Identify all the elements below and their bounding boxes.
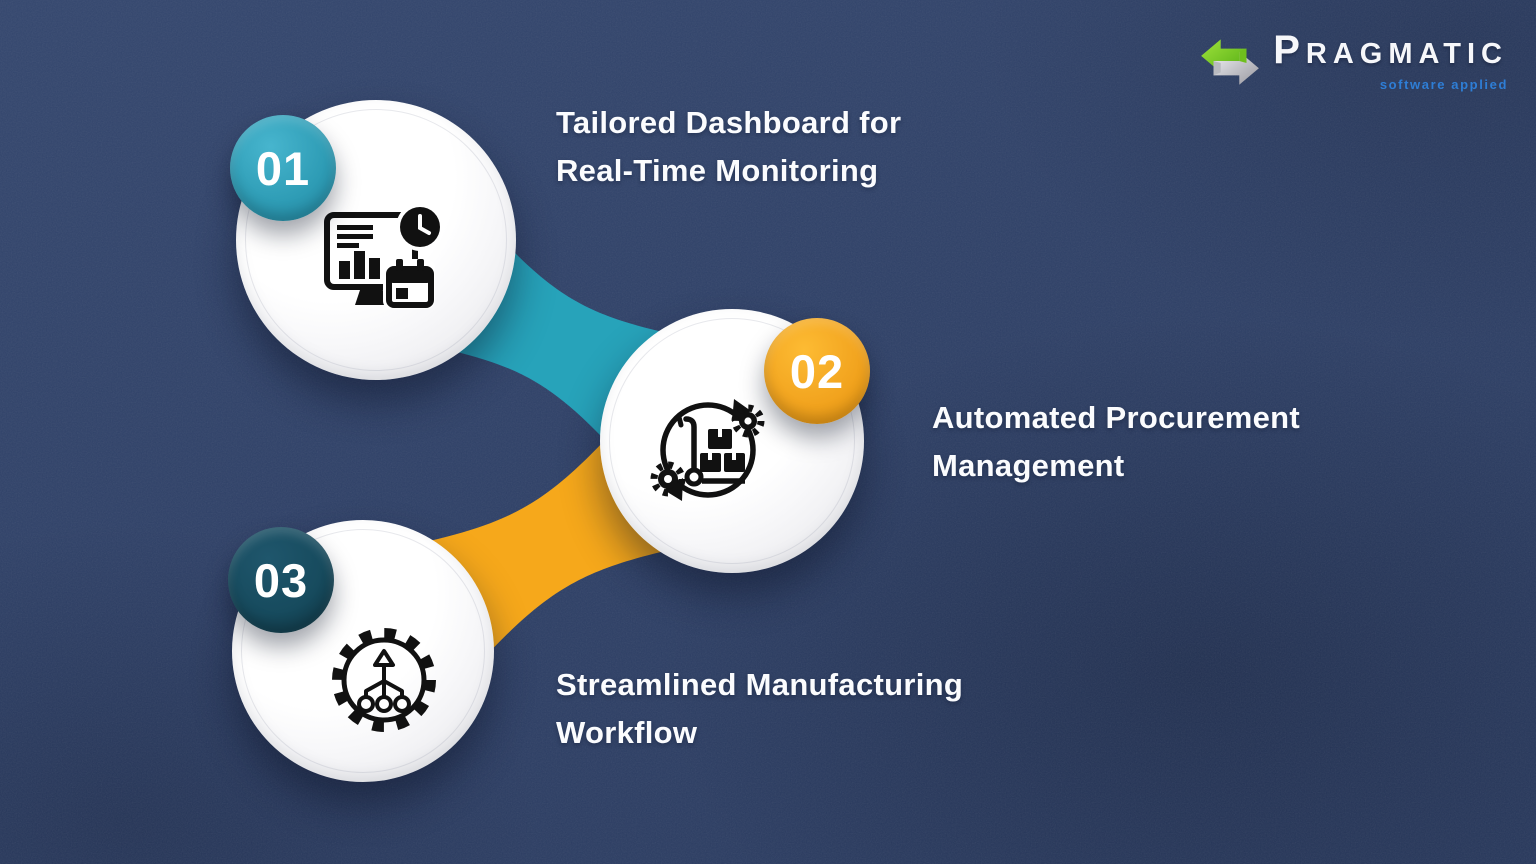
pragmatic-logo-icon [1201, 39, 1260, 85]
step2-number-badge: 02 [764, 318, 870, 424]
brand-rest-letters: RAGMATIC [1305, 38, 1508, 70]
brand-tagline: software applied [1379, 77, 1508, 92]
brand-first-letter: P [1273, 28, 1306, 72]
step2-number: 02 [789, 344, 845, 398]
step2-title-line2: Management [932, 448, 1125, 483]
brand-name: PRAGMATIC [1273, 30, 1508, 79]
automated-procurement-cycle-icon [646, 390, 770, 510]
step1-number-badge: 01 [230, 115, 336, 221]
step3-number-badge: 03 [228, 527, 334, 633]
dashboard-realtime-monitoring-icon [318, 200, 448, 320]
step1-title-line1: Tailored Dashboard for [556, 105, 902, 140]
step3-title: Streamlined Manufacturing Workflow [556, 661, 963, 757]
step2-title: Automated Procurement Management [932, 394, 1300, 490]
step1-number: 01 [255, 141, 311, 195]
manufacturing-workflow-gear-icon [328, 624, 440, 736]
step1-title-line2: Real-Time Monitoring [556, 153, 879, 188]
step3-number: 03 [253, 553, 309, 607]
step3-title-line1: Streamlined Manufacturing [556, 667, 964, 702]
pragmatic-logo: PRAGMATIC software applied [1197, 30, 1508, 92]
step1-title: Tailored Dashboard for Real-Time Monitor… [556, 99, 901, 195]
step2-title-line1: Automated Procurement [932, 400, 1301, 435]
step3-title-line2: Workflow [556, 715, 698, 750]
